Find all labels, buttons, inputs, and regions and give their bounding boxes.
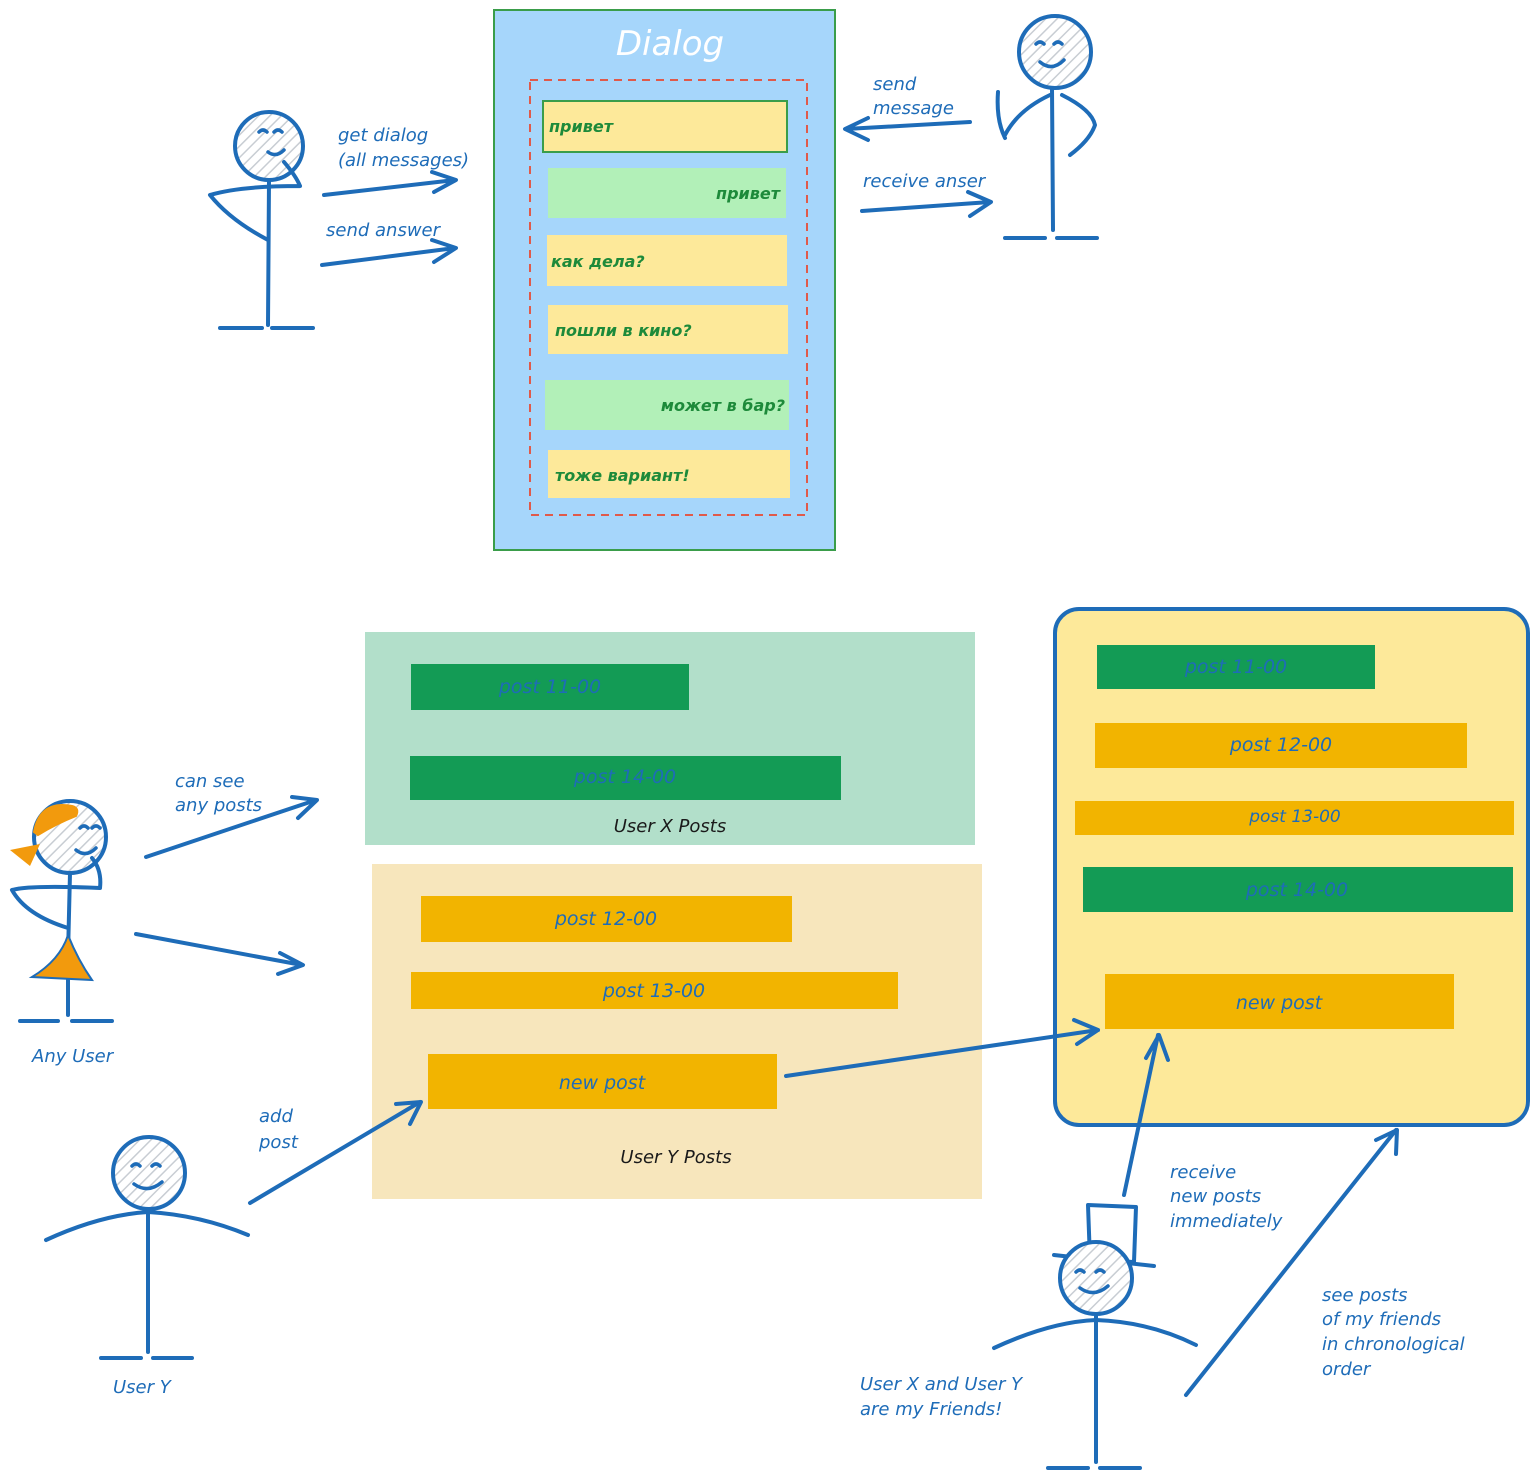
can-see-label-1: can see (175, 771, 245, 792)
stick-figure-any-user (10, 799, 114, 1023)
message-list-frame (529, 79, 808, 516)
stick-figure-user-y (44, 1135, 250, 1360)
post-card (1097, 645, 1375, 689)
get-dialog-sublabel: (all messages) (338, 150, 469, 171)
post-card (411, 664, 689, 710)
message-text: тоже вариант! (555, 466, 690, 485)
new-post-card (428, 1054, 777, 1109)
post-label: post 12-00 (1229, 734, 1332, 756)
message-bubble (548, 450, 790, 498)
post-card (1083, 867, 1513, 912)
any-user-arrow-x (144, 795, 319, 859)
user-y-caption: User Y Posts (620, 1147, 731, 1168)
get-dialog-label: get dialog (338, 125, 428, 146)
message-text: пошли в кино? (555, 321, 692, 340)
receive-label-3: immediately (1170, 1211, 1283, 1232)
post-card (421, 896, 792, 942)
message-text: как дела? (551, 252, 645, 271)
post-card (411, 972, 898, 1009)
post-label: post 12-00 (554, 908, 657, 930)
can-see-label-2: any posts (175, 795, 262, 816)
send-answer-label: send answer (326, 220, 442, 241)
dialog-window: Dialog привет привет как дела? пошли в к… (493, 9, 836, 551)
message-bubble (542, 100, 788, 153)
message-text: может в бар? (661, 396, 785, 415)
message-bubble (545, 380, 789, 430)
user-x-posts-panel: post 11-00 post 14-00 User X Posts (365, 632, 975, 845)
friends-label-1: User X and User Y (860, 1374, 1024, 1395)
message-bubble (548, 168, 786, 218)
push-new-post-arrow (784, 1018, 1100, 1078)
message-text: привет (716, 184, 782, 203)
receive-answer-label: receive anser (863, 171, 987, 192)
get-dialog-arrow (322, 170, 458, 197)
post-card (1095, 723, 1467, 768)
send-message-arrow (843, 116, 972, 142)
user-x-panel-bg (365, 632, 975, 845)
any-user-arrow-y (134, 932, 305, 976)
post-label: post 14-00 (573, 766, 676, 788)
post-label: new post (559, 1072, 647, 1094)
post-label: post 13-00 (1248, 807, 1341, 827)
see-posts-label-2: of my friends (1322, 1309, 1441, 1330)
user-y-label: User Y (113, 1377, 173, 1398)
stick-figure-viewer (992, 1203, 1198, 1470)
post-label: post 11-00 (1184, 656, 1287, 678)
message-text: привет (549, 117, 615, 136)
send-answer-arrow (320, 238, 458, 267)
add-post-arrow (248, 1100, 423, 1205)
send-message-label-2: message (873, 98, 954, 119)
see-posts-label-4: order (1322, 1359, 1372, 1380)
post-card (410, 756, 841, 800)
receive-label-1: receive (1170, 1162, 1236, 1183)
stick-figure-right (995, 14, 1099, 240)
add-post-label-1: add (259, 1106, 293, 1127)
post-card (1075, 801, 1514, 835)
user-x-caption: User X Posts (614, 816, 726, 837)
see-posts-label-1: see posts (1322, 1285, 1408, 1306)
post-label: post 11-00 (498, 676, 601, 698)
user-y-posts-panel: post 12-00 post 13-00 new post User Y Po… (372, 864, 982, 1199)
post-label: post 14-00 (1245, 879, 1348, 901)
new-post-card (1105, 974, 1454, 1029)
message-bubble (548, 305, 788, 354)
send-message-label-1: send (873, 74, 917, 95)
any-user-label: Any User (31, 1046, 115, 1067)
receive-new-posts-arrow (1122, 1033, 1170, 1197)
see-posts-arrow (1184, 1128, 1399, 1397)
stick-figure-left (208, 110, 315, 330)
dialog-title: Dialog (616, 24, 724, 64)
message-bubble (547, 235, 787, 286)
receive-answer-arrow (860, 190, 993, 218)
receive-label-2: new posts (1170, 1186, 1261, 1207)
post-label: post 13-00 (602, 980, 705, 1002)
add-post-label-2: post (258, 1132, 299, 1153)
see-posts-label-3: in chronological (1322, 1334, 1465, 1355)
friends-feed-panel: post 11-00 post 12-00 post 13-00 post 14… (1053, 607, 1530, 1127)
post-label: new post (1236, 992, 1324, 1014)
friends-label-2: are my Friends! (860, 1399, 1002, 1420)
